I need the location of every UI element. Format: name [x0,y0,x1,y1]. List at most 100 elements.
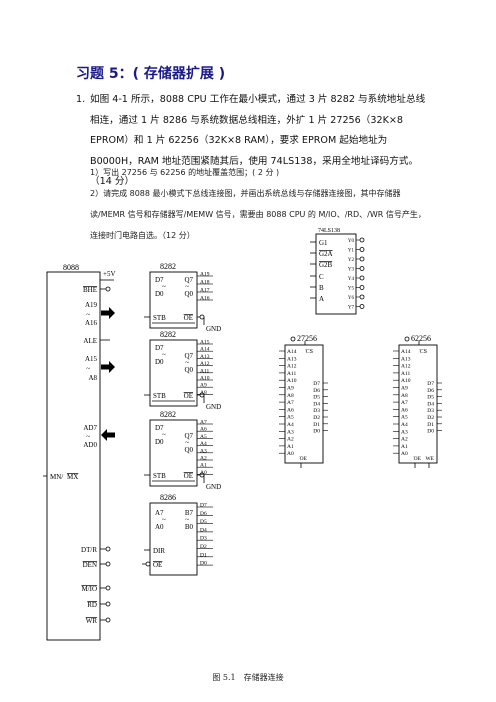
cpu-pin-label: AD0 [83,441,97,449]
transceiver-output-label: D6 [200,511,207,517]
decoder-output-label: Y2 [348,258,355,263]
latch-output-label: A4 [200,441,207,447]
eprom-addr-label: A9 [287,386,294,392]
latch-output-label: A2 [200,456,207,462]
transceiver-pin-label: DIR [153,547,165,555]
latch-output-label: A11 [200,368,210,374]
latch-output-label: A1 [200,463,207,469]
latch-name-label: 8282 [160,410,176,419]
latch-output-label: A0 [200,470,207,476]
decoder-input-label: B [319,284,324,292]
eprom-data-label: D1 [313,422,320,428]
eprom-notch [290,336,296,342]
sram-addr-label: A1 [401,444,408,450]
sram-notch [404,336,410,342]
latch-pin-label: D0 [155,438,164,446]
transceiver-pin-label: OE [153,561,162,569]
transceiver-pin-label: A0 [155,523,164,531]
sram-addr-label: A11 [401,371,411,377]
latch-pin-label: ~ [162,283,166,291]
eprom-addr-label: A5 [287,415,294,421]
eprom-data-label: D5 [313,395,320,401]
transceiver-pin-label: B7 [185,509,194,517]
sram-data-label: D1 [427,422,434,428]
decoder-output-bubble [359,247,365,252]
oe-bubble [199,314,205,320]
latch-pin-label: STB [153,472,166,480]
sram-addr-label: A13 [401,356,411,362]
cpu-pin-label: DT/R [81,546,97,554]
sram-data-label: D7 [427,381,434,387]
decoder-input-label: G2B [319,261,333,269]
decoder-output-label: Y5 [348,287,355,292]
decoder-74ls138-box [315,233,357,315]
latch-pin-label: ~ [185,283,189,291]
eprom-addr-label: A1 [287,444,294,450]
cpu-pin-label: M/IO [81,585,97,593]
eprom-oe-label: OE [300,456,308,462]
subquestion-2: 2）请完成 8088 最小模式下总线连接图，并画出系统总线与存储器连接图，其中存… [90,189,426,240]
cpu-8088-box [46,271,101,641]
eprom-box [284,344,324,464]
bhe-bubble [105,286,111,292]
sram-addr-label: A5 [401,415,408,421]
sram-we-label: WE [425,456,434,462]
latch-output-label: A9 [200,383,207,389]
cpu-pin-label: A16 [85,319,98,327]
subquestion-1: 1）写出 27256 与 62256 的地址覆盖范围；( 2 分 ) [90,168,280,177]
decoder-output-label: Y0 [348,239,355,244]
decoder-output-label: Y3 [348,268,355,273]
latch-output-label: A5 [200,434,207,440]
latch-pin-label: ~ [162,431,166,439]
addr-mid-arrow-shaft [101,364,109,370]
question-number: 1. [76,94,86,105]
latch-output-label: A16 [200,296,210,302]
eprom-data-label: D6 [313,388,320,394]
cpu-pin-label: ALE [83,337,97,345]
cpu-pin-label: A19 [85,301,98,309]
cpu-control-bubble [105,546,111,552]
eprom-addr-label: A10 [287,378,297,384]
gnd-label: GND [206,483,221,491]
sram-addr-label: A8 [401,393,408,399]
transceiver-pin-label: ~ [185,516,189,524]
sram-box [398,344,438,464]
transceiver-name-label: 8286 [160,493,176,502]
transceiver-output-label: D0 [200,561,207,567]
decoder-output-bubble [359,294,365,300]
eprom-addr-label: A13 [287,356,297,362]
data-bus-arrow-shaft [107,432,115,438]
transceiver-output-label: D1 [200,552,207,558]
latch-pin-label: ~ [185,359,189,367]
latch-pin-label: Q7 [184,276,193,284]
latch-pin-label: Q0 [184,446,193,454]
latch-output-label: A7 [200,420,207,426]
decoder-input-label: G1 [319,239,328,247]
eprom-addr-label: A11 [287,371,297,377]
latch-output-label: A10 [200,376,210,382]
decoder-output-label: Y7 [348,306,355,311]
latch-pin-label: Q7 [184,432,193,440]
question-text: 如图 4-1 所示，8088 CPU 工作在最小模式，通过 3 片 8282 与… [90,94,426,187]
addr-mid-arrow-head [109,361,115,373]
decoder-output-bubble [359,275,365,281]
cpu-pin-label: A8 [88,374,97,382]
latch-pin-label: ~ [185,439,189,447]
sram-cs-label: CS [420,349,427,355]
latch-output-label: A8 [200,390,207,396]
latch-output-label: A12 [200,361,210,367]
transceiver-pin-label: A7 [155,509,164,517]
cpu-pin-label: ~ [86,365,90,373]
latch-pin-label: Q0 [184,366,193,374]
sram-addr-label: A4 [401,422,408,428]
decoder-input-label: C [319,273,324,281]
cpu-control-bubble [105,617,111,623]
latch-pin-label: ~ [162,351,166,359]
cpu-pin-label: BHE [83,286,97,294]
sram-data-label: D3 [427,408,434,414]
sram-addr-label: A7 [401,400,408,406]
cpu-pin-label: MX [67,473,78,481]
decoder-input-label: G2A [319,250,333,258]
transceiver-8286-box [149,502,198,576]
